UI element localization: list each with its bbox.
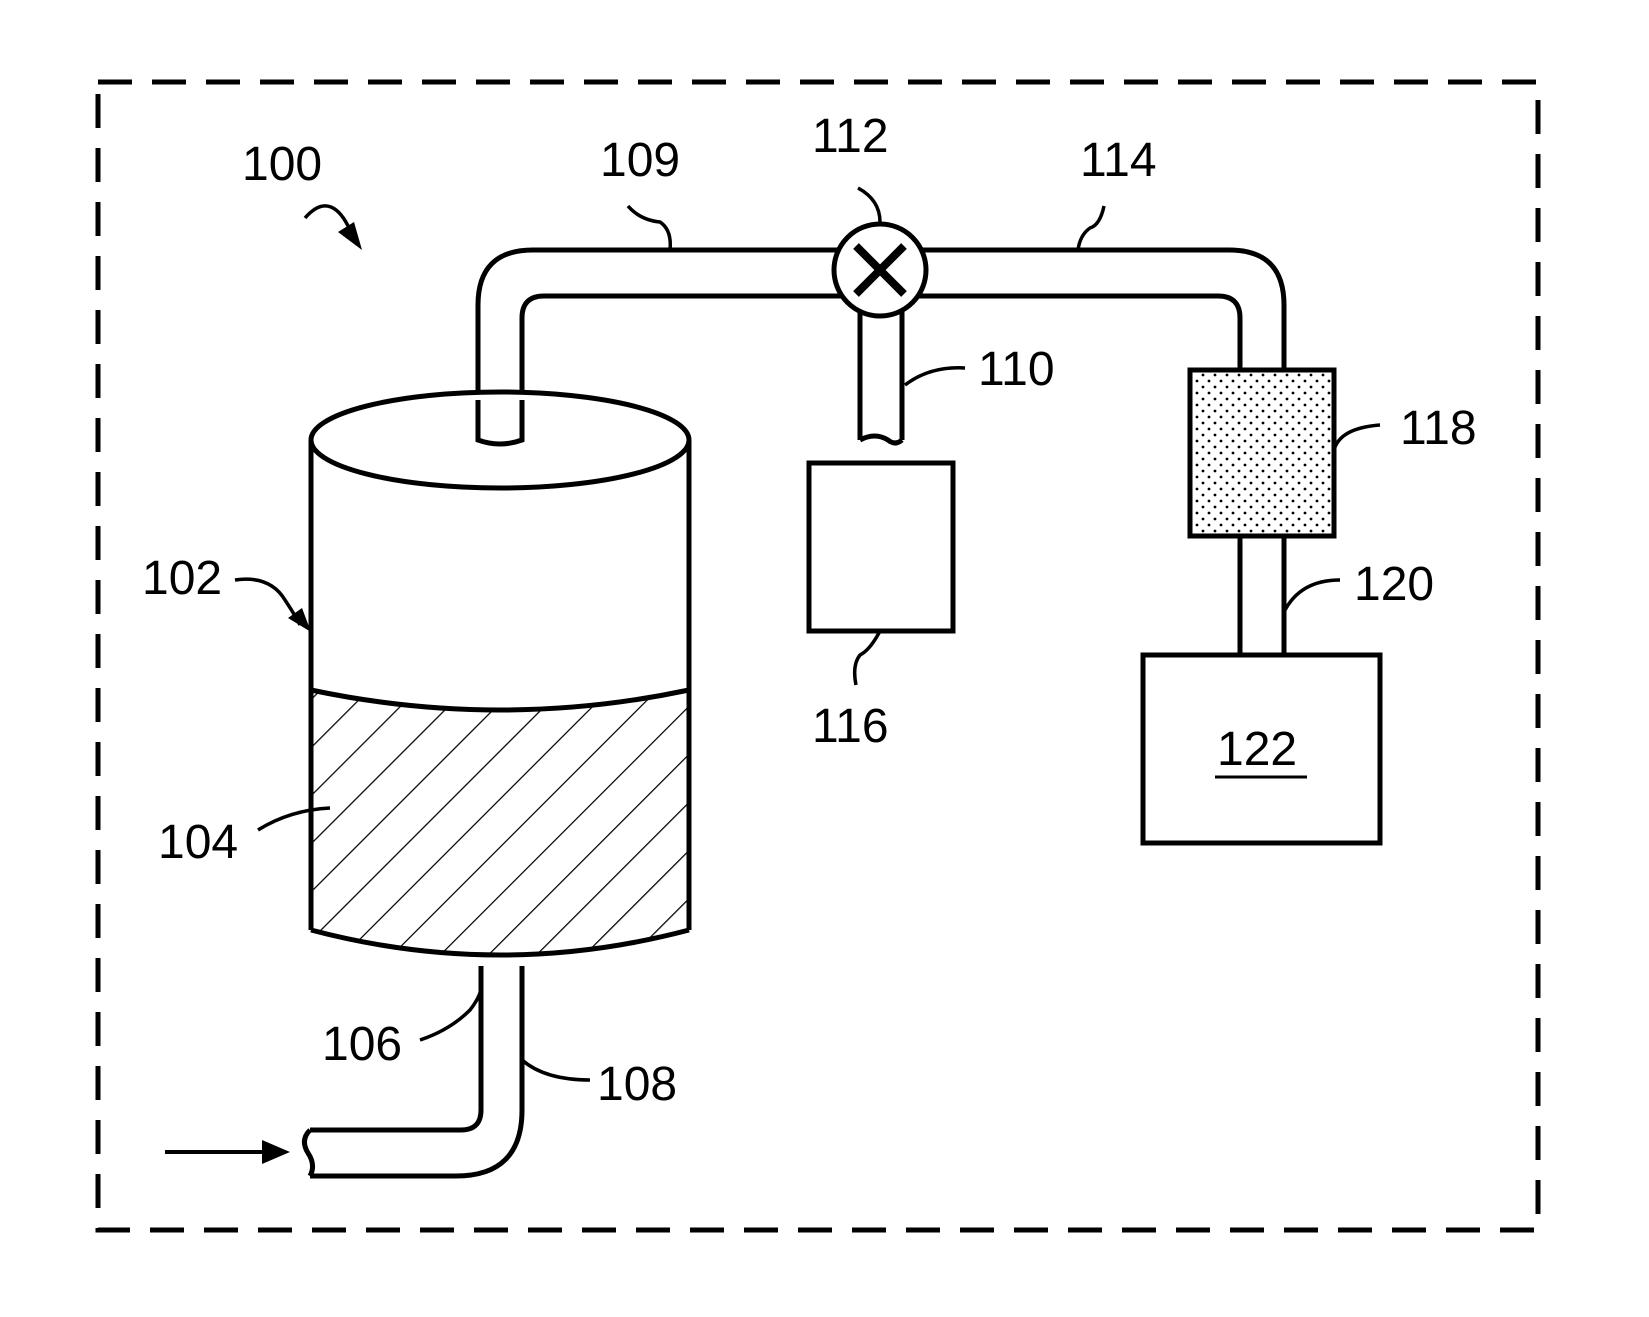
arrow-right-icon xyxy=(165,1140,290,1164)
label-unit: 122 xyxy=(1217,723,1297,776)
label-inlet-inner: 108 xyxy=(597,1058,677,1111)
system-arrow xyxy=(305,206,350,230)
label-filter: 118 xyxy=(1400,402,1477,455)
line-to-unit xyxy=(1240,536,1284,655)
vessel xyxy=(311,392,689,955)
label-inlet-outer: 106 xyxy=(322,1018,402,1071)
label-system: 100 xyxy=(242,138,322,191)
system-arrowhead xyxy=(338,222,362,250)
label-line-to-unit: 120 xyxy=(1354,558,1434,611)
collector-box xyxy=(809,463,953,631)
inlet-pipe xyxy=(304,966,522,1176)
label-line-to-filter: 114 xyxy=(1080,134,1157,187)
valve-cross-icon xyxy=(834,224,926,316)
label-collector: 116 xyxy=(812,700,889,753)
label-valve: 112 xyxy=(812,110,889,163)
label-vessel: 102 xyxy=(142,552,222,605)
label-outlet-line: 109 xyxy=(600,134,680,187)
filter-block xyxy=(1190,370,1334,536)
label-bed: 104 xyxy=(158,816,238,869)
label-branch-line: 110 xyxy=(978,343,1055,396)
